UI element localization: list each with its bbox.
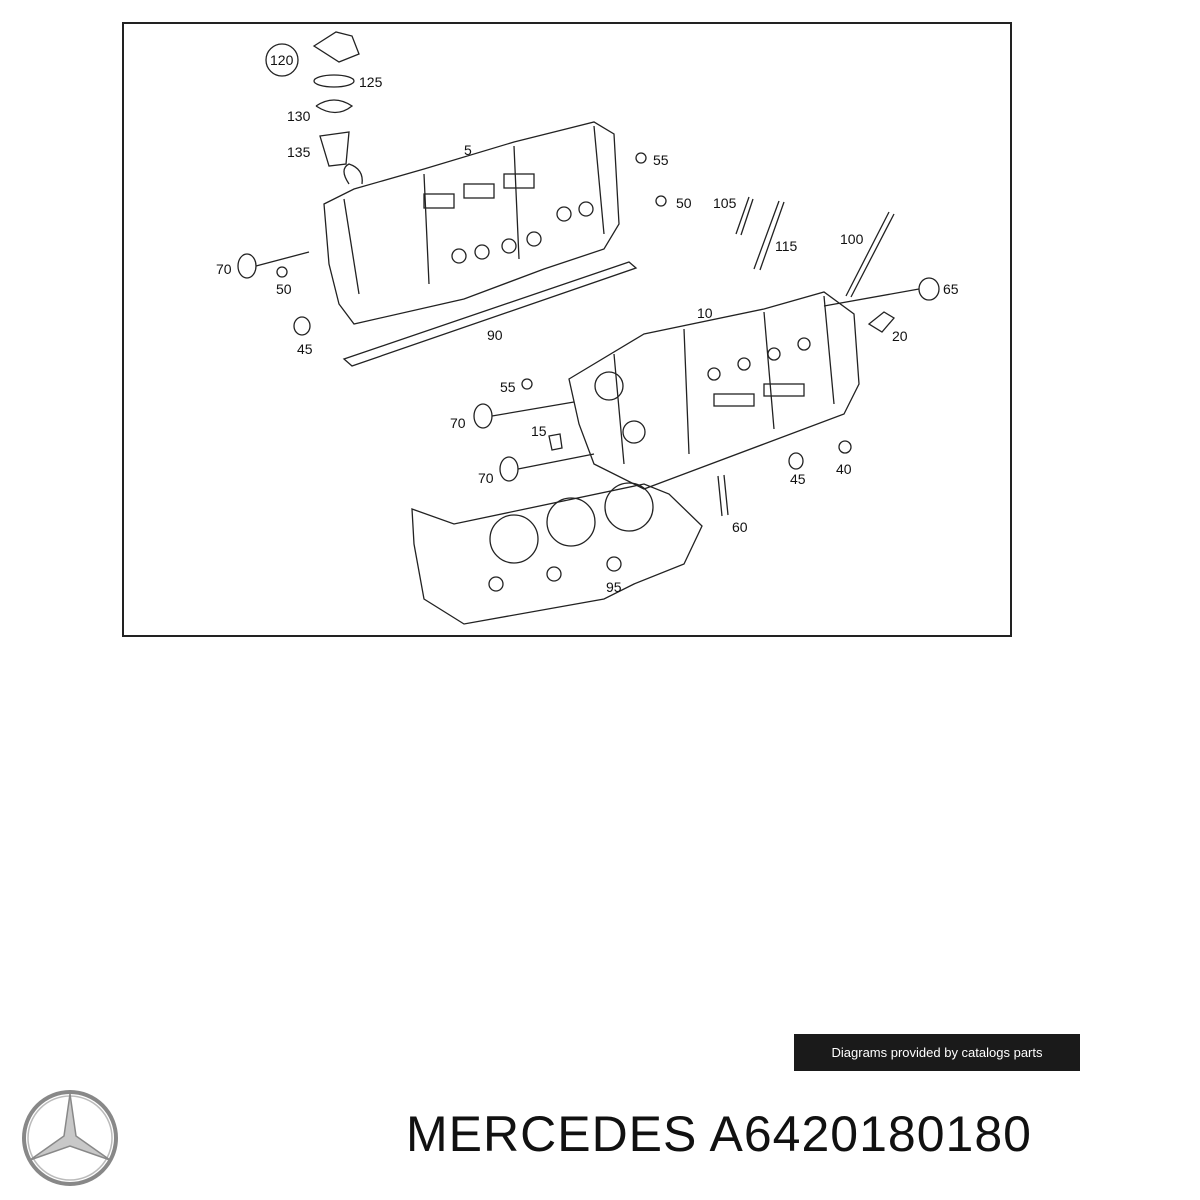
callout-45: 45 — [790, 471, 806, 487]
callout-50: 50 — [676, 195, 692, 211]
callout-65: 65 — [943, 281, 959, 297]
callout-labels: 120 125 130 135 5 55 50 105 115 100 65 7… — [216, 52, 959, 595]
callout-115: 115 — [775, 238, 798, 254]
callout-50: 50 — [276, 281, 292, 297]
credit-banner: Diagrams provided by catalogs parts — [794, 1034, 1080, 1071]
callout-130: 130 — [287, 108, 311, 124]
cylinder-head-lower — [568, 291, 860, 490]
callout-135: 135 — [287, 144, 311, 160]
callout-10: 10 — [697, 305, 713, 321]
part-title: MERCEDES A6420180180 — [406, 1105, 1032, 1163]
callout-70: 70 — [216, 261, 232, 277]
callout-70: 70 — [450, 415, 466, 431]
callout-55: 55 — [653, 152, 669, 168]
callout-55: 55 — [500, 379, 516, 395]
oil-cap — [312, 31, 360, 63]
cylinder-head-upper — [323, 121, 620, 325]
credit-text: Diagrams provided by catalogs parts — [831, 1045, 1043, 1060]
part-number: A6420180180 — [709, 1106, 1032, 1162]
callout-90: 90 — [487, 327, 503, 343]
gasket-90 — [342, 261, 638, 367]
brand-name: MERCEDES — [406, 1106, 698, 1162]
callout-60: 60 — [732, 519, 748, 535]
callout-40: 40 — [836, 461, 852, 477]
callout-120: 120 — [270, 52, 294, 68]
callout-100: 100 — [840, 231, 864, 247]
exploded-parts-diagram: 120 125 130 135 5 55 50 105 115 100 65 7… — [216, 31, 959, 625]
callout-45: 45 — [297, 341, 313, 357]
callout-20: 20 — [892, 328, 908, 344]
callout-15: 15 — [531, 423, 547, 439]
callout-95: 95 — [606, 579, 622, 595]
head-gasket-95 — [411, 483, 703, 625]
callout-105: 105 — [713, 195, 737, 211]
diagram-frame: 120 125 130 135 5 55 50 105 115 100 65 7… — [122, 22, 1012, 637]
callout-70: 70 — [478, 470, 494, 486]
mercedes-star-icon — [20, 1088, 120, 1188]
callout-125: 125 — [359, 74, 383, 90]
callout-5: 5 — [464, 142, 472, 158]
